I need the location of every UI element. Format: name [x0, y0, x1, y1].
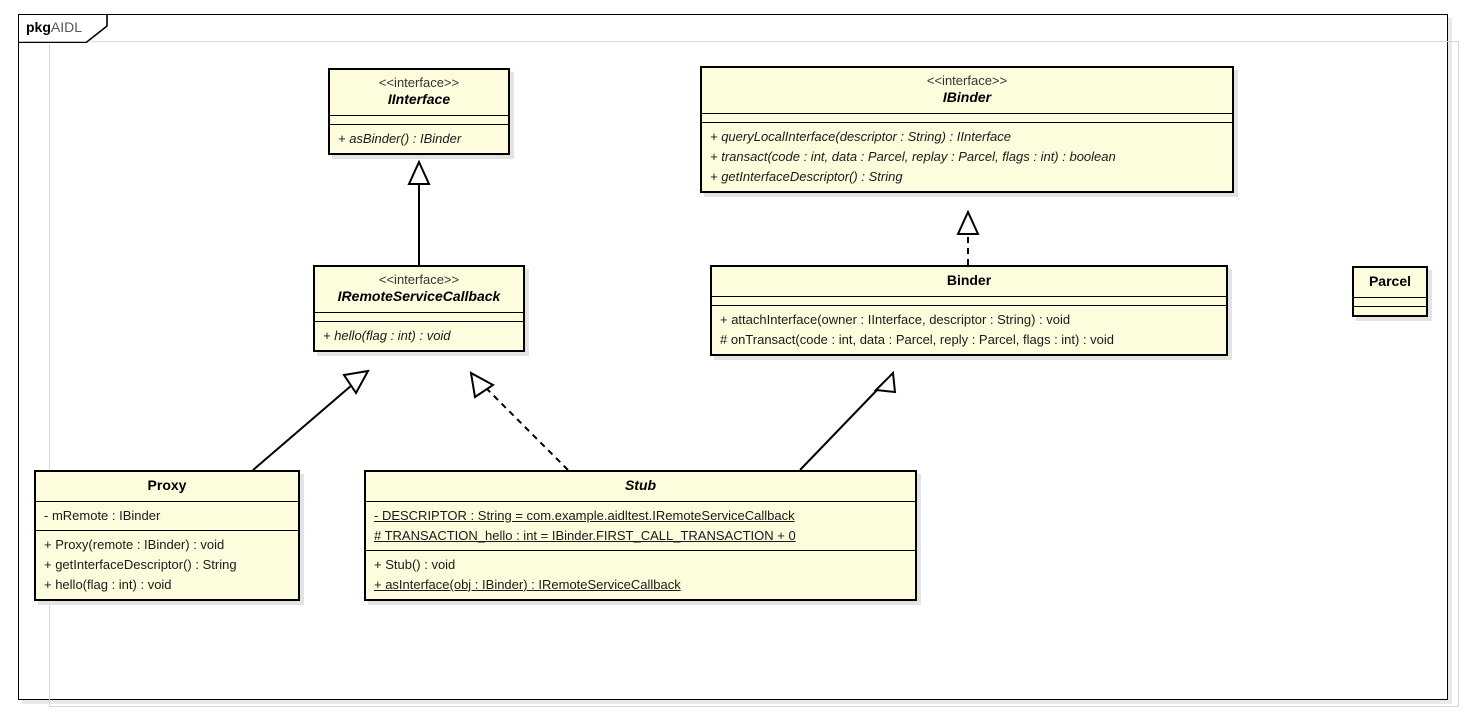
- package-name: AIDL: [50, 19, 83, 35]
- package-keyword: pkg: [26, 19, 51, 35]
- attribute-compartment-parcel: [1354, 296, 1426, 306]
- class-stereotype: <<interface>>: [378, 75, 460, 90]
- class-header-binder: Binder: [712, 267, 1226, 296]
- operation-row: + queryLocalInterface(descriptor : Strin…: [710, 128, 1011, 144]
- operation-compartment-binder: + attachInterface(owner : IInterface, de…: [712, 304, 1226, 354]
- class-header-iremoteservicecallback: <<interface>> IRemoteServiceCallback: [315, 267, 523, 312]
- operation-row: + getInterfaceDescriptor() : String: [710, 169, 903, 185]
- operation-compartment-iinterface: + asBinder() : IBinder: [330, 123, 508, 153]
- operation-compartment-iremoteservicecallback: + hello(flag : int) : void: [315, 320, 523, 350]
- class-name: IBinder: [942, 89, 992, 106]
- operation-compartment-proxy: + Proxy(remote : IBinder) : void + getIn…: [36, 529, 298, 599]
- package-label: pkgAIDL: [26, 19, 82, 35]
- class-box-parcel[interactable]: Parcel: [1352, 266, 1428, 317]
- class-stereotype: <<interface>>: [378, 272, 460, 287]
- operation-row: + Stub() : void: [374, 556, 456, 572]
- operation-row: + getInterfaceDescriptor() : String: [44, 556, 237, 572]
- class-box-iinterface[interactable]: <<interface>> IInterface + asBinder() : …: [328, 68, 510, 155]
- operation-row: + hello(flag : int) : void: [323, 327, 451, 343]
- attribute-row: - DESCRIPTOR : String = com.example.aidl…: [374, 507, 795, 523]
- operation-row: # onTransact(code : int, data : Parcel, …: [720, 331, 1115, 347]
- operation-row: + transact(code : int, data : Parcel, re…: [710, 148, 1116, 164]
- class-header-ibinder: <<interface>> IBinder: [702, 68, 1232, 113]
- class-name: Parcel: [1368, 273, 1412, 289]
- attribute-compartment-binder: [712, 295, 1226, 305]
- class-name: IInterface: [387, 91, 451, 108]
- class-box-iremoteservicecallback[interactable]: <<interface>> IRemoteServiceCallback + h…: [313, 265, 525, 352]
- class-header-iinterface: <<interface>> IInterface: [330, 70, 508, 115]
- class-box-binder[interactable]: Binder + attachInterface(owner : IInterf…: [710, 265, 1228, 356]
- operation-row: + hello(flag : int) : void: [44, 576, 172, 592]
- class-header-parcel: Parcel: [1354, 268, 1426, 297]
- attribute-compartment-iinterface: [330, 114, 508, 124]
- class-stereotype: <<interface>>: [926, 73, 1008, 88]
- class-box-proxy[interactable]: Proxy - mRemote : IBinder + Proxy(remote…: [34, 470, 300, 602]
- attribute-row: - mRemote : IBinder: [44, 507, 161, 523]
- attribute-compartment-iremoteservicecallback: [315, 311, 523, 321]
- class-name: Binder: [946, 272, 992, 288]
- operation-row: + asBinder() : IBinder: [338, 130, 462, 146]
- operation-compartment-stub: + Stub() : void + asInterface(obj : IBin…: [366, 549, 915, 599]
- attribute-row: # TRANSACTION_hello : int = IBinder.FIRS…: [374, 527, 796, 543]
- operation-compartment-ibinder: + queryLocalInterface(descriptor : Strin…: [702, 121, 1232, 191]
- class-name: IRemoteServiceCallback: [337, 288, 501, 305]
- class-header-proxy: Proxy: [36, 472, 298, 501]
- operation-row: + asInterface(obj : IBinder) : IRemoteSe…: [374, 576, 681, 592]
- class-box-stub[interactable]: Stub - DESCRIPTOR : String = com.example…: [364, 470, 917, 602]
- package-inner-border: [49, 41, 1459, 707]
- class-box-ibinder[interactable]: <<interface>> IBinder + queryLocalInterf…: [700, 66, 1234, 194]
- attribute-compartment-proxy: - mRemote : IBinder: [36, 500, 298, 530]
- attribute-compartment-stub: - DESCRIPTOR : String = com.example.aidl…: [366, 500, 915, 550]
- class-name: Proxy: [147, 477, 187, 493]
- class-header-stub: Stub: [366, 472, 915, 501]
- operation-compartment-parcel: [1354, 305, 1426, 315]
- attribute-compartment-ibinder: [702, 112, 1232, 122]
- class-name: Stub: [624, 477, 657, 493]
- operation-row: + Proxy(remote : IBinder) : void: [44, 536, 225, 552]
- operation-row: + attachInterface(owner : IInterface, de…: [720, 311, 1071, 327]
